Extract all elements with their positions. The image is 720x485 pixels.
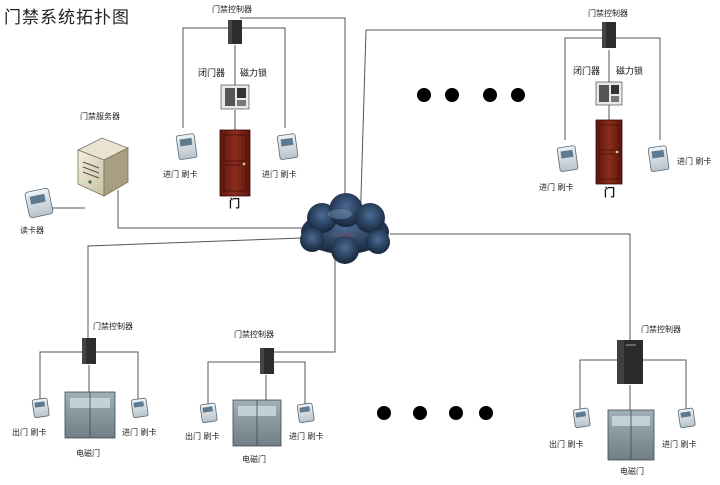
link-cloud-controller-bl [87,237,303,338]
link-controller-reader-br-exit [579,359,618,410]
link-controller-reader-tr-right [615,37,661,140]
controller-icon-bottom-right [617,340,643,384]
cloud-label: Internet [331,232,355,239]
link-server-cloud [117,190,305,229]
controller-icon-bottom-middle [260,348,274,374]
enter-swipe-label: 进门 刷卡 [122,428,157,437]
link-cloud-controller-br [390,233,631,340]
card-reader-icon [296,402,315,423]
controller-icon-bottom-left [82,338,96,364]
em-door-label: 电磁门 [242,455,266,464]
enter-swipe-label: 进门 刷卡 [262,170,297,179]
door-label: 门 [229,197,240,210]
more-devices-dots-bottom [377,406,493,420]
link-cloud-controller-top-left [240,17,346,230]
mag-lock-label: 磁力锁 [616,67,644,77]
lock-panel-icon-top-right [595,81,623,106]
door-label: 门 [604,186,615,199]
mag-lock-label: 磁力锁 [240,69,268,79]
link-controller-reader-bl-exit [39,351,82,400]
enter-swipe-label: 进门 刷卡 [539,183,574,192]
link-controller-reader-tl-enter [182,27,230,128]
connection-lines [39,17,687,410]
link-controller-reader-tl-right [240,27,286,128]
link-controller-reader-bm-exit [207,361,260,405]
controller-label: 门禁控制器 [93,322,133,331]
page-title: 门禁系统拓扑图 [4,8,130,28]
card-reader-icon [199,402,218,423]
em-door-label: 电磁门 [620,467,644,476]
link-cloud-controller-bm [268,255,336,353]
enter-swipe-label: 进门 刷卡 [662,440,697,449]
card-reader-icon [556,145,579,172]
card-reader-icon [175,133,198,160]
card-reader-icon [130,397,149,418]
reader-label: 读卡器 [20,226,44,235]
card-reader-icon [276,133,299,160]
link-controller-reader-bm-enter [274,361,306,405]
door-closer-label: 闭门器 [573,67,601,77]
exit-swipe-label: 出门 刷卡 [549,440,584,449]
enter-swipe-label: 进门 刷卡 [289,432,324,441]
card-reader-icon [31,397,50,418]
exit-swipe-label: 出门 刷卡 [185,432,220,441]
card-reader-icon [677,407,696,428]
em-door-label: 电磁门 [76,449,100,458]
door-closer-label: 闭门器 [198,69,226,79]
em-door-icon-bottom-middle [232,399,282,447]
controller-label: 门禁控制器 [588,9,628,18]
door-icon-top-left [219,129,251,197]
door-icon-top-right [595,119,623,185]
link-controller-reader-br-enter [642,359,687,410]
link-controller-reader-tr-enter [564,37,605,140]
card-reader-icon [647,145,670,172]
link-cloud-controller-top-right [359,29,602,231]
controller-icon-top-right [602,22,616,48]
server-icon [77,137,129,197]
card-reader-icon [572,407,591,428]
controller-label: 门禁控制器 [641,325,681,334]
link-controller-reader-bl-enter [96,351,139,400]
controller-label: 门禁控制器 [234,330,274,339]
card-readers [31,133,696,428]
em-door-icon-bottom-right [607,409,655,461]
lock-panel-icon-top-left [220,84,250,110]
more-devices-dots-top [417,88,525,102]
server-label: 门禁服务器 [80,112,120,121]
exit-swipe-label: 出门 刷卡 [12,428,47,437]
network-cloud-icon [300,193,390,264]
enter-swipe-label: 进门 刷卡 [163,170,198,179]
controller-label: 门禁控制器 [212,5,252,14]
enter-swipe-label: 进门 刷卡 [677,157,712,166]
em-door-icon-bottom-left [64,391,116,439]
card-reader-icon [24,187,54,219]
controller-icon-top-left [228,20,242,44]
